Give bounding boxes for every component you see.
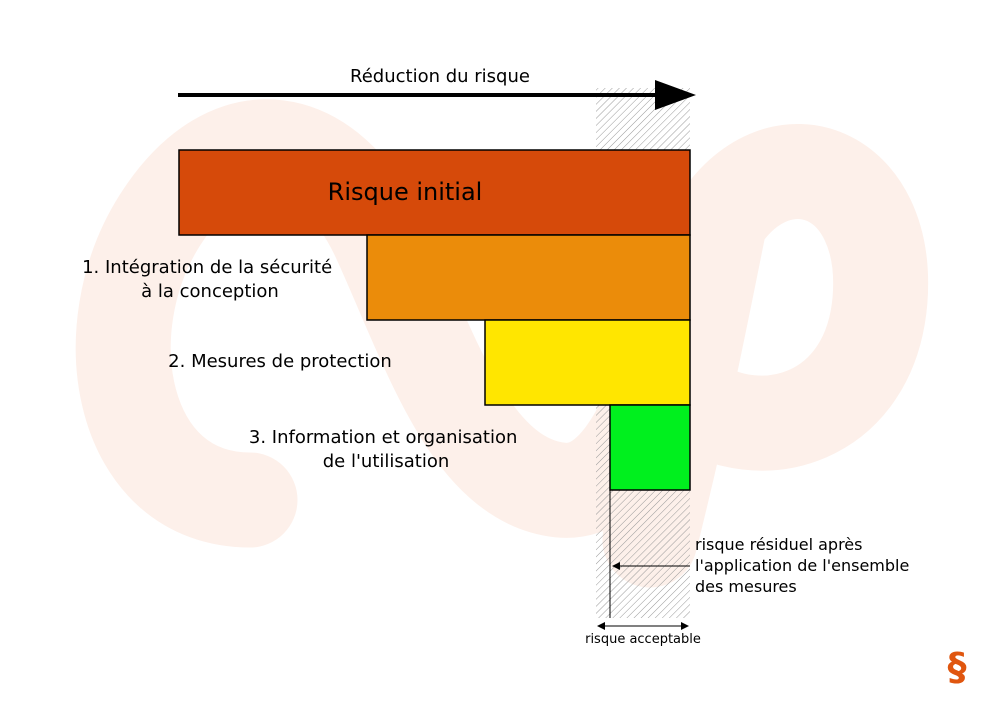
bar-initial-risk bbox=[178, 149, 691, 236]
information-organisation-label: 3. Information et organisation de l'util… bbox=[249, 427, 523, 472]
residual-risk-note-line-2: l'application de l'ensemble bbox=[695, 556, 909, 575]
bar-information-organisation bbox=[609, 404, 691, 491]
safe-design-label: 1. Intégration de la sécurité à la conce… bbox=[82, 257, 338, 302]
risk-reduction-label: Réduction du risque bbox=[350, 66, 530, 87]
residual-risk-note-line-3: des mesures bbox=[695, 577, 797, 596]
section-symbol-logo: § bbox=[948, 645, 967, 689]
information-organisation-label-line-1: 3. Information et organisation bbox=[249, 427, 518, 448]
bar-safe-design bbox=[366, 234, 691, 321]
residual-risk-note: risque résiduel après l'application de l… bbox=[695, 535, 914, 596]
residual-risk-note-line-1: risque résiduel après bbox=[695, 535, 862, 554]
bar-initial-risk-label: Risque initial bbox=[328, 178, 483, 206]
safe-design-label-line-1: 1. Intégration de la sécurité bbox=[82, 257, 332, 278]
residual-risk-pointer bbox=[612, 562, 690, 570]
acceptable-risk-dimension bbox=[597, 622, 689, 630]
bar-protective-measures bbox=[484, 319, 691, 406]
safe-design-label-line-2: à la conception bbox=[141, 281, 279, 302]
protective-measures-label: 2. Mesures de protection bbox=[168, 351, 392, 372]
information-organisation-label-line-2: de l'utilisation bbox=[323, 451, 450, 472]
risk-reduction-arrow bbox=[178, 80, 696, 110]
acceptable-risk-label: risque acceptable bbox=[585, 632, 701, 647]
